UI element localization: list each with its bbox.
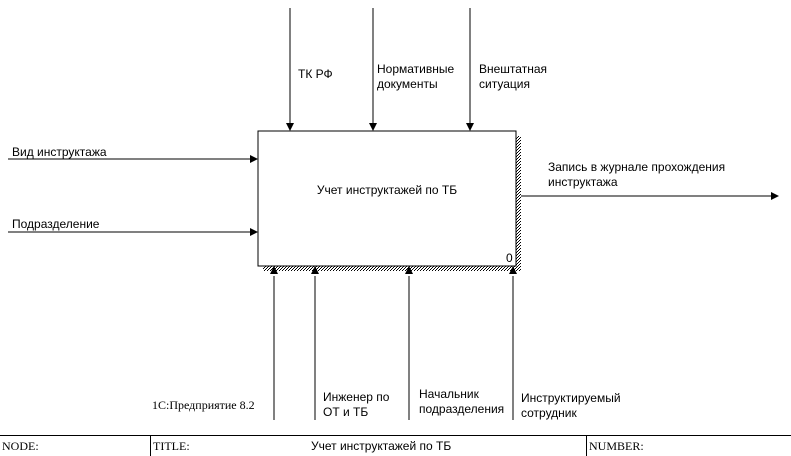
mechanism-label-engineer: Инженер по ОТ и ТБ (323, 390, 390, 419)
mechanism-label-instructed-employee: Инструктируемый сотрудник (521, 391, 621, 420)
output-label-journal-record: Запись в журнале прохождения инструктажа (548, 160, 726, 189)
activity-box[interactable] (257, 130, 517, 267)
control-arrow-normative-docs[interactable] (369, 8, 377, 131)
mechanism-arrow-instructed-employee[interactable] (509, 266, 517, 420)
mechanism-arrow-department-head[interactable] (405, 266, 413, 420)
control-arrow-emergency[interactable] (466, 8, 474, 131)
control-label-tk-rf: ТК РФ (298, 67, 333, 81)
activity-box-shadow-bottom (263, 266, 521, 271)
control-label-emergency: Внештатная ситуация (479, 62, 547, 91)
diagram-footer: NODE: TITLE: Учет инструктажей по ТБ NUM… (0, 435, 791, 456)
activity-number: 0 (506, 251, 513, 265)
footer-title-cell: TITLE: Учет инструктажей по ТБ (150, 436, 586, 456)
activity-title: Учет инструктажей по ТБ (316, 183, 458, 197)
activity-box-shadow-right (516, 136, 521, 271)
control-label-normative-docs: Нормативные документы (377, 62, 455, 91)
control-arrow-tk-rf[interactable] (286, 8, 294, 131)
output-arrow-journal-record[interactable] (521, 192, 779, 200)
input-label-department: Подразделение (12, 217, 100, 231)
footer-node-label: NODE: (2, 439, 39, 453)
input-arrow-instruction-type[interactable] (8, 155, 258, 163)
footer-number-cell: NUMBER: (586, 436, 791, 456)
footer-title-label: TITLE: (153, 439, 190, 453)
mechanism-label-1c: 1С:Предприятие 8.2 (152, 398, 255, 412)
footer-title-value: Учет инструктажей по ТБ (311, 439, 452, 453)
input-arrow-department[interactable] (8, 228, 258, 236)
mechanism-arrow-engineer[interactable] (311, 266, 319, 420)
footer-number-label: NUMBER: (589, 439, 644, 453)
mechanism-arrow-1c[interactable] (270, 266, 278, 420)
footer-node-cell: NODE: (0, 436, 150, 456)
input-label-instruction-type: Вид инструктажа (12, 145, 107, 159)
mechanism-label-department-head: Начальник подразделения (419, 387, 505, 416)
